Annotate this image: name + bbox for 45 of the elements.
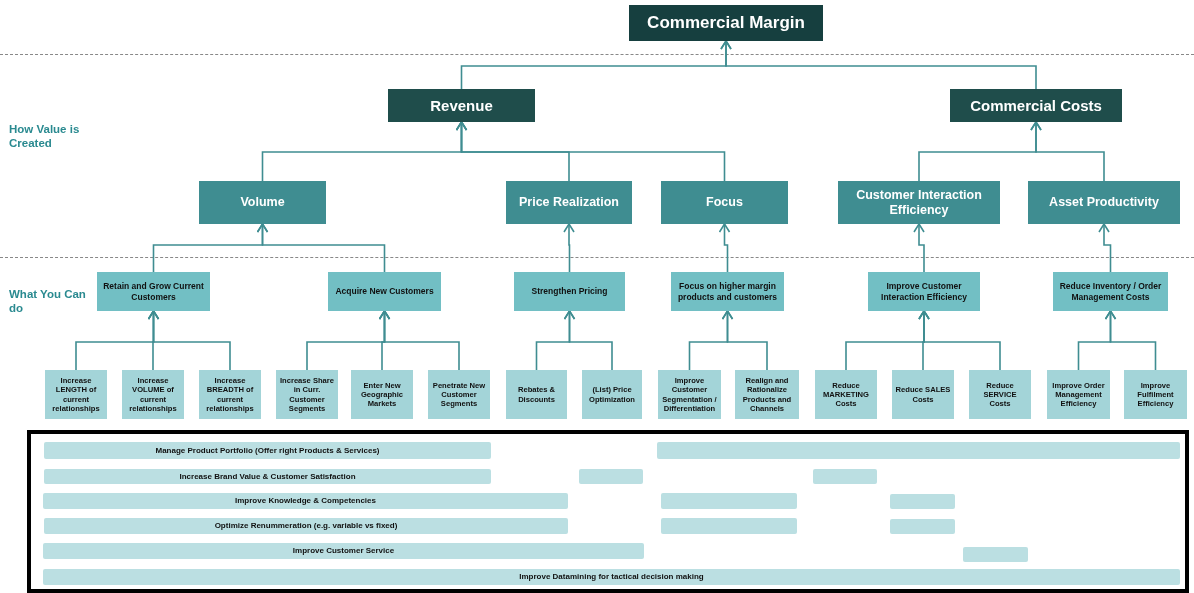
empty-bar — [661, 518, 797, 534]
connector-arrow — [720, 40, 1037, 90]
connector-arrow — [721, 310, 768, 371]
driver-box: Commercial Margin — [629, 5, 823, 41]
driver-box: Volume — [199, 181, 326, 224]
connector-arrow — [718, 223, 731, 273]
connector-arrow — [256, 223, 386, 273]
connector-arrow — [1098, 223, 1112, 273]
initiative-bar: Improve Datamining for tactical decision making — [43, 569, 1180, 585]
connector-arrow — [918, 310, 1001, 371]
driver-box: Asset Productivity — [1028, 181, 1180, 224]
connector-arrow — [1104, 310, 1157, 371]
frame-border — [27, 430, 1189, 593]
lever-box: Improve Customer Interaction Efficiency — [868, 272, 980, 311]
empty-bar — [963, 547, 1028, 562]
row-label: How Value is Created — [9, 122, 81, 151]
initiative-bar: Optimize Renummeration (e.g. variable vs fixed) — [44, 518, 568, 534]
driver-box: Focus — [661, 181, 788, 224]
lever-box: Focus on higher margin products and customers — [671, 272, 784, 311]
lever-box: Reduce Inventory / Order Management Costs — [1053, 272, 1168, 311]
empty-bar — [813, 469, 877, 484]
connector-arrow — [378, 310, 460, 371]
initiative-bar: Improve Customer Service — [43, 543, 644, 559]
connector-arrow — [147, 310, 231, 371]
connector-arrow — [563, 223, 575, 273]
empty-bar — [890, 494, 955, 509]
empty-bar — [661, 493, 797, 509]
connector-arrow — [455, 121, 726, 182]
driver-box: Customer Interaction Efficiency — [838, 181, 1000, 224]
driver-box: Price Realization — [506, 181, 632, 224]
row-label: What You Can do — [9, 287, 87, 316]
lever-box: Strengthen Pricing — [514, 272, 625, 311]
empty-bar — [657, 442, 1180, 459]
connector-arrow — [563, 310, 613, 371]
connector-arrow — [913, 223, 925, 273]
lever-box: Retain and Grow Current Customers — [97, 272, 210, 311]
empty-bar — [890, 519, 955, 534]
initiative-bar: Increase Brand Value & Customer Satisfaction — [44, 469, 491, 484]
connector-arrow — [1030, 121, 1105, 182]
empty-bar — [579, 469, 643, 484]
initiative-bar: Improve Knowledge & Competencies — [43, 493, 568, 509]
initiative-bar: Manage Product Portfolio (Offer right Products & Services) — [44, 442, 491, 459]
driver-box: Revenue — [388, 89, 535, 122]
lever-box: Acquire New Customers — [328, 272, 441, 311]
driver-box: Commercial Costs — [950, 89, 1122, 122]
